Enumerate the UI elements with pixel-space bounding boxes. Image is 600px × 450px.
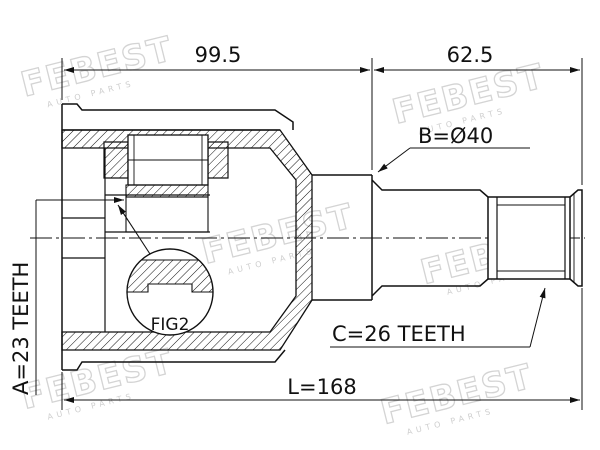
fig2-label: FIG2 bbox=[151, 315, 190, 335]
tripod-roller bbox=[103, 134, 229, 233]
outer-teeth-callout: A=23 TEETH bbox=[9, 197, 124, 395]
dimension-total-length: L=168 bbox=[61, 288, 583, 410]
diameter-text: B=Ø40 bbox=[418, 124, 493, 148]
diameter-callout: B=Ø40 bbox=[377, 124, 530, 173]
dimension-text-99-5: 99.5 bbox=[195, 43, 242, 67]
watermark-logo: FEBEST AUTO PARTS bbox=[16, 28, 178, 109]
total-length-text: L=168 bbox=[287, 375, 356, 399]
inner-teeth-text: C=26 TEETH bbox=[332, 322, 466, 346]
watermark-logo: FEBEST AUTO PARTS bbox=[17, 341, 179, 422]
watermark-logo: FEBEST AUTO PARTS bbox=[197, 196, 359, 277]
shaft bbox=[312, 174, 583, 301]
dimension-left-length: 99.5 bbox=[61, 43, 373, 170]
fig2-detail: FIG2 bbox=[117, 204, 214, 336]
inner-teeth-callout: C=26 TEETH bbox=[330, 287, 546, 348]
watermark-logo: FEBEST AUTO PARTS bbox=[376, 356, 538, 437]
outer-teeth-text: A=23 TEETH bbox=[9, 262, 33, 395]
dimension-right-length: 62.5 bbox=[374, 43, 583, 185]
dimension-text-62-5: 62.5 bbox=[447, 43, 494, 67]
